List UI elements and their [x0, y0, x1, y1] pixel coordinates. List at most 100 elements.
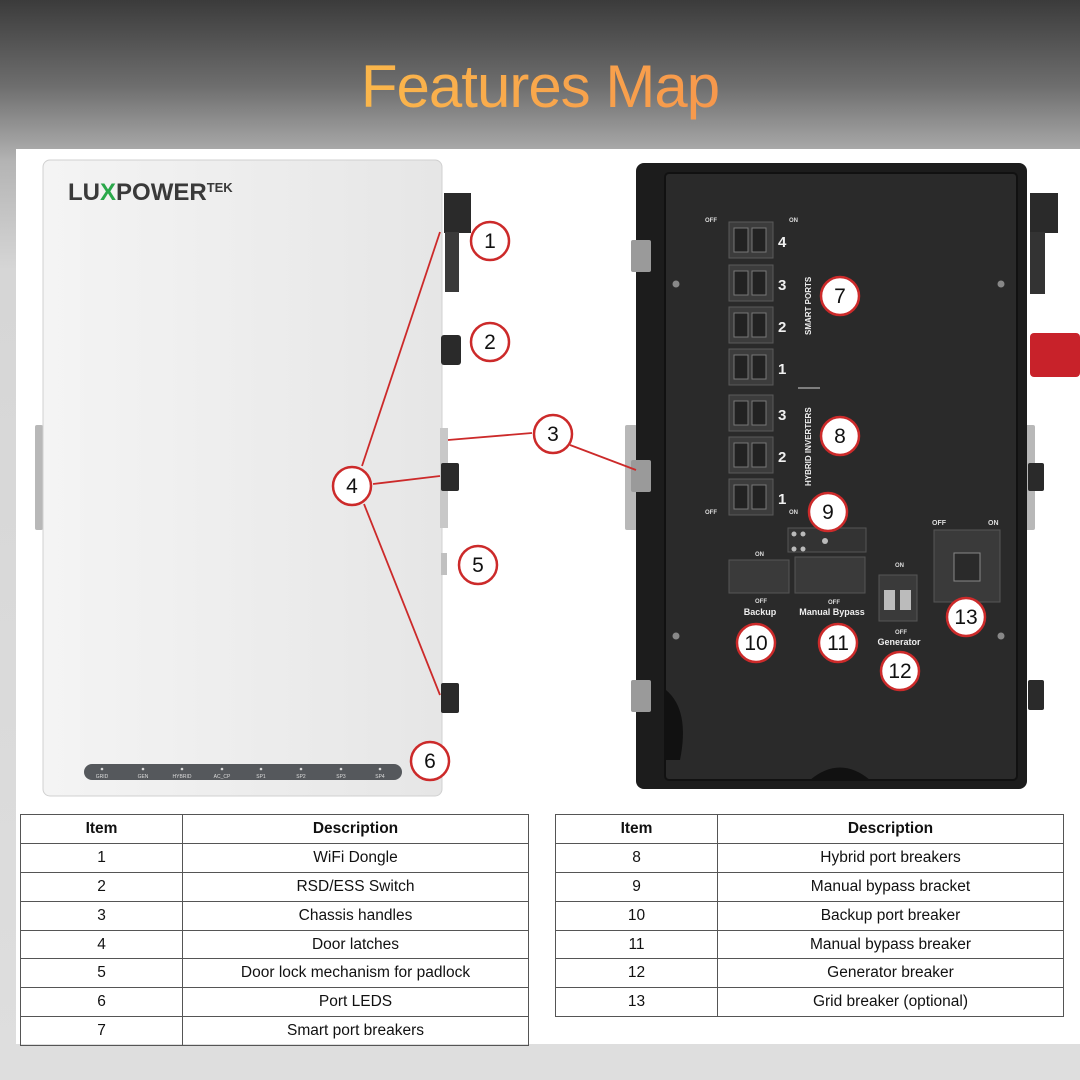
callout-3: 3 — [532, 413, 574, 455]
backup-label: Backup — [744, 607, 777, 617]
item-number-cell: 6 — [20, 987, 183, 1018]
callout-number: 7 — [834, 285, 846, 308]
item-number-cell: 3 — [20, 900, 183, 931]
hinge-bottom — [631, 680, 651, 712]
rsd-switch-red — [1030, 333, 1080, 377]
callout-2: 2 — [469, 321, 511, 363]
dead-front — [664, 172, 1018, 781]
bypass-bracket-holes — [791, 531, 828, 552]
led-label: SP3 — [336, 774, 346, 780]
description-cell: Generator breaker — [717, 958, 1064, 989]
breaker: 2 — [728, 436, 786, 474]
led-label: SP4 — [375, 774, 385, 780]
led-indicator — [299, 767, 303, 771]
callout-number: 11 — [827, 632, 849, 655]
callout-8: 8 — [819, 415, 861, 457]
callout-number: 1 — [484, 230, 496, 253]
description-cell: Manual bypass breaker — [717, 929, 1064, 960]
led-indicator — [141, 767, 145, 771]
breaker-number: 1 — [778, 361, 786, 378]
backup-off-label: OFF — [755, 599, 767, 605]
cabinet-door — [42, 159, 443, 797]
manual-bypass-label: Manual Bypass — [799, 607, 865, 617]
breaker: 1 — [728, 478, 786, 516]
led-label: GEN — [138, 774, 149, 780]
item-number-cell: 9 — [555, 871, 718, 902]
breaker-number: 2 — [778, 449, 786, 466]
hinge-middle — [631, 460, 651, 492]
door-latch-middle — [441, 463, 459, 491]
on-label-top: ON — [789, 218, 798, 224]
led-label: GRID — [96, 774, 109, 780]
hinge-top — [631, 240, 651, 272]
panel-screws — [672, 280, 1005, 640]
description-cell: Grid breaker (optional) — [717, 987, 1064, 1018]
callout-10: 10 — [735, 622, 777, 664]
item-number-cell: 13 — [555, 987, 718, 1018]
callout-number: 2 — [484, 331, 496, 354]
item-number-cell: 11 — [555, 929, 718, 960]
led-indicator — [220, 767, 224, 771]
grid-off-label: OFF — [932, 520, 947, 527]
door-latch-bottom — [441, 683, 459, 713]
header-description: Description — [182, 814, 529, 844]
description-cell: WiFi Dongle — [182, 842, 529, 873]
callout-7: 7 — [819, 275, 861, 317]
item-number-cell: 7 — [20, 1016, 183, 1047]
padlock-mechanism — [441, 553, 447, 575]
breaker-number: 2 — [778, 319, 786, 336]
led-indicator — [100, 767, 104, 771]
callout-number: 12 — [888, 660, 911, 683]
open-latch-bottom — [1028, 680, 1044, 710]
gen-on-label: ON — [895, 563, 904, 569]
rsd-switch — [441, 335, 461, 365]
hybrid-inverters-label: HYBRID INVERTERS — [804, 407, 813, 486]
callout-number: 4 — [346, 475, 358, 498]
description-cell: Backup port breaker — [717, 900, 1064, 931]
page-title: Features Map — [0, 52, 1080, 121]
manual-bypass-breaker — [794, 556, 866, 594]
gen-off-label: OFF — [895, 630, 907, 636]
generator-toggle-b — [900, 590, 911, 610]
led-indicator — [378, 767, 382, 771]
breaker: 4 — [728, 221, 787, 259]
breaker: 2 — [728, 306, 786, 344]
item-number-cell: 1 — [20, 842, 183, 873]
callout-number: 10 — [744, 632, 767, 655]
header-item: Item — [555, 814, 718, 844]
callout-number: 5 — [472, 554, 484, 577]
smart-ports-label: SMART PORTS — [804, 276, 813, 335]
callout-1: 1 — [469, 220, 511, 262]
breaker-number: 4 — [778, 234, 787, 251]
description-cell: Door lock mechanism for padlock — [182, 958, 529, 989]
table-header-row: Item Description — [20, 814, 529, 844]
open-latch-middle — [1028, 463, 1044, 491]
callout-11: 11 — [817, 622, 859, 664]
backup-breaker — [728, 559, 790, 594]
off-label-top: OFF — [705, 218, 717, 224]
description-cell: Hybrid port breakers — [717, 842, 1064, 873]
bypass-off-label: OFF — [828, 600, 840, 606]
wifi-dongle-stem — [445, 232, 459, 292]
knockout-left — [666, 690, 683, 760]
header-item: Item — [20, 814, 183, 844]
item-number-cell: 12 — [555, 958, 718, 989]
grid-breaker-handle — [953, 552, 981, 582]
left-chassis-handle — [35, 425, 43, 530]
led-indicator — [259, 767, 263, 771]
description-cell: Door latches — [182, 929, 529, 960]
led-indicator — [339, 767, 343, 771]
breaker: 3 — [728, 264, 786, 302]
generator-label: Generator — [877, 637, 921, 647]
callout-number: 13 — [954, 606, 977, 629]
